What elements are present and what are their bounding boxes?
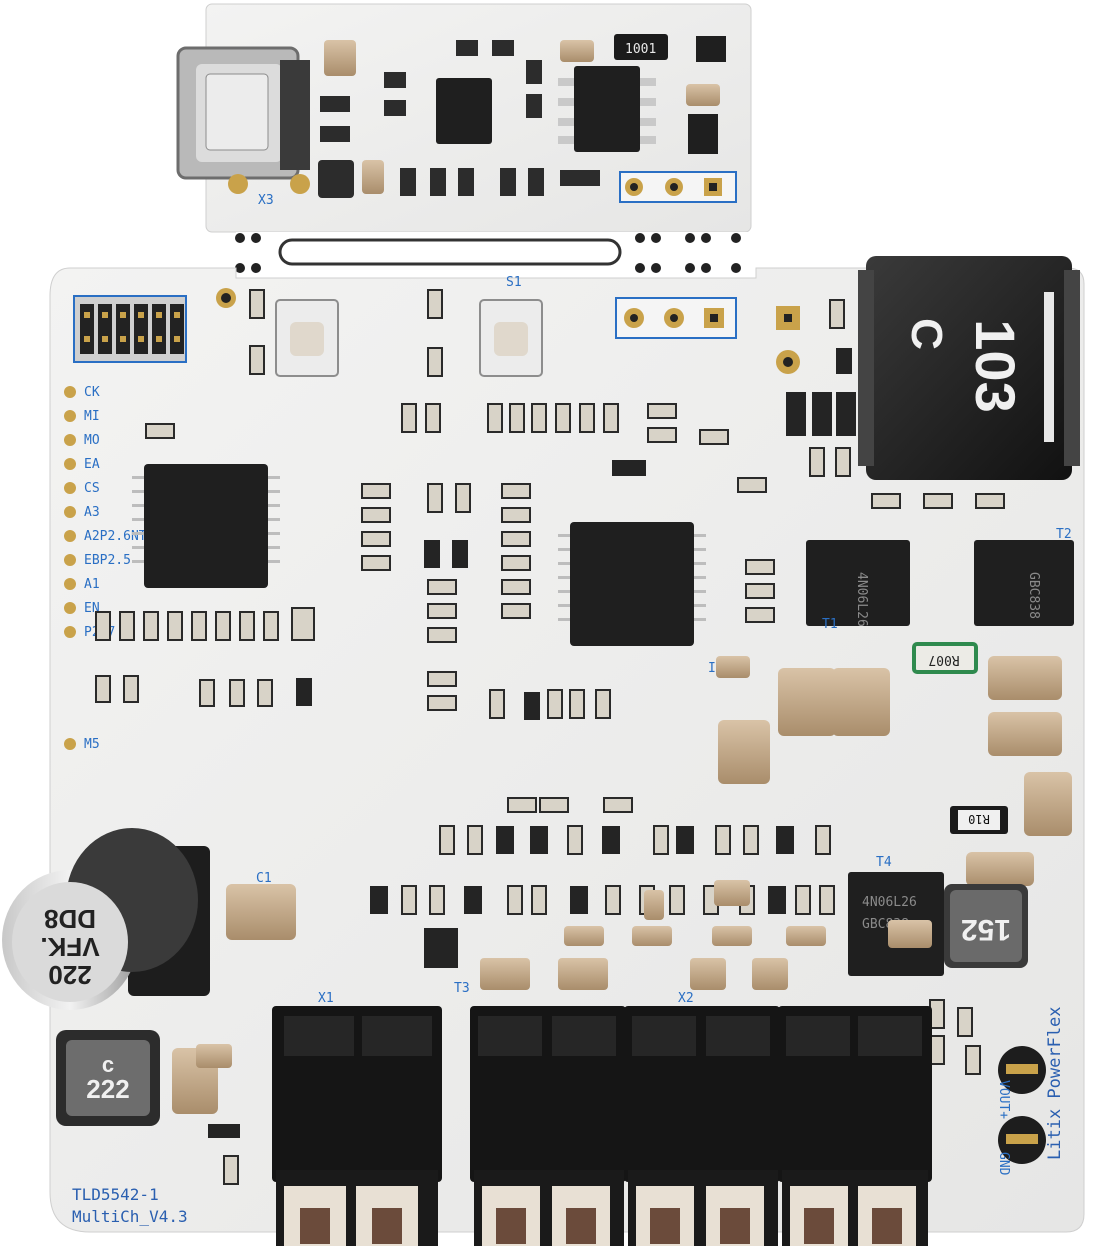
gnd-label: GND <box>996 1152 1011 1176</box>
main-board: CK MI MO EA CS A3 A2P2.6NT EBP2.5 A1 EN … <box>2 256 1085 1246</box>
mosfet-marking: 4N06L26 <box>854 572 869 627</box>
mosfet-t1: 4N06L26 T1 <box>806 540 910 632</box>
c1-label: C1 <box>256 871 272 886</box>
t2-label: T2 <box>1056 527 1072 542</box>
x2-label: X2 <box>678 991 694 1006</box>
pin-label: M5 <box>84 737 100 752</box>
pin-label: MI <box>84 409 100 424</box>
mosfet-t4: 4N06L26 GBC838 T4 <box>848 855 944 976</box>
pin-label: EA <box>84 457 100 472</box>
mosfet-marking: 4N06L26 <box>862 895 917 910</box>
x3-label: X3 <box>258 193 274 208</box>
mosfet-t2: GBC838 T2 <box>974 527 1074 626</box>
shunt-r10-marking: R10 <box>968 812 990 826</box>
svg-text:c: c <box>102 1052 114 1077</box>
terminal-block-4 <box>778 1006 932 1246</box>
x1-label: X1 <box>318 991 334 1006</box>
pin-label: MO <box>84 433 100 448</box>
test-point-gnd <box>998 1116 1046 1164</box>
inductor-152-marking: 152 <box>961 913 1011 946</box>
t3-label: T3 <box>454 981 470 996</box>
pin-label: A2P2.6NT <box>84 529 147 544</box>
mosfet-marking: GBC838 <box>1026 572 1041 619</box>
inductor-222-marking: 222 <box>86 1074 129 1104</box>
s1-label: S1 <box>506 275 522 290</box>
shunt-r007-marking: R007 <box>928 652 959 667</box>
t4-label: T4 <box>876 855 892 870</box>
terminal-block-x2: X2 <box>624 991 780 1246</box>
board-version: MultiCh_V4.3 <box>72 1207 188 1226</box>
pin-label: CS <box>84 481 100 496</box>
svg-text:C: C <box>902 318 951 350</box>
board-name: TLD5542-1 <box>72 1185 159 1204</box>
daughter-board: 1001 X3 <box>176 3 756 273</box>
terminal-block-2: T3 <box>454 981 626 1246</box>
vout-label: VOUT+ <box>996 1080 1011 1119</box>
electrolytic-marking: 220 <box>48 960 91 990</box>
electrolytic-marking: VFK. <box>40 932 99 962</box>
test-point-vout <box>998 1046 1046 1094</box>
pin-label: A1 <box>84 577 100 592</box>
terminal-block-x1: X1 <box>272 991 442 1246</box>
inductor-103-marking: 103 <box>964 319 1027 412</box>
electrolytic-marking: DD8 <box>44 904 96 934</box>
pin-label: EBP2.5 <box>84 553 131 568</box>
brand-label: Litix PowerFlex <box>1045 1006 1065 1160</box>
pin-label: A3 <box>84 505 100 520</box>
pin-label: CK <box>84 385 100 400</box>
resistor-top-marking: 1001 <box>625 42 656 57</box>
t1-label: T1 <box>822 617 838 632</box>
